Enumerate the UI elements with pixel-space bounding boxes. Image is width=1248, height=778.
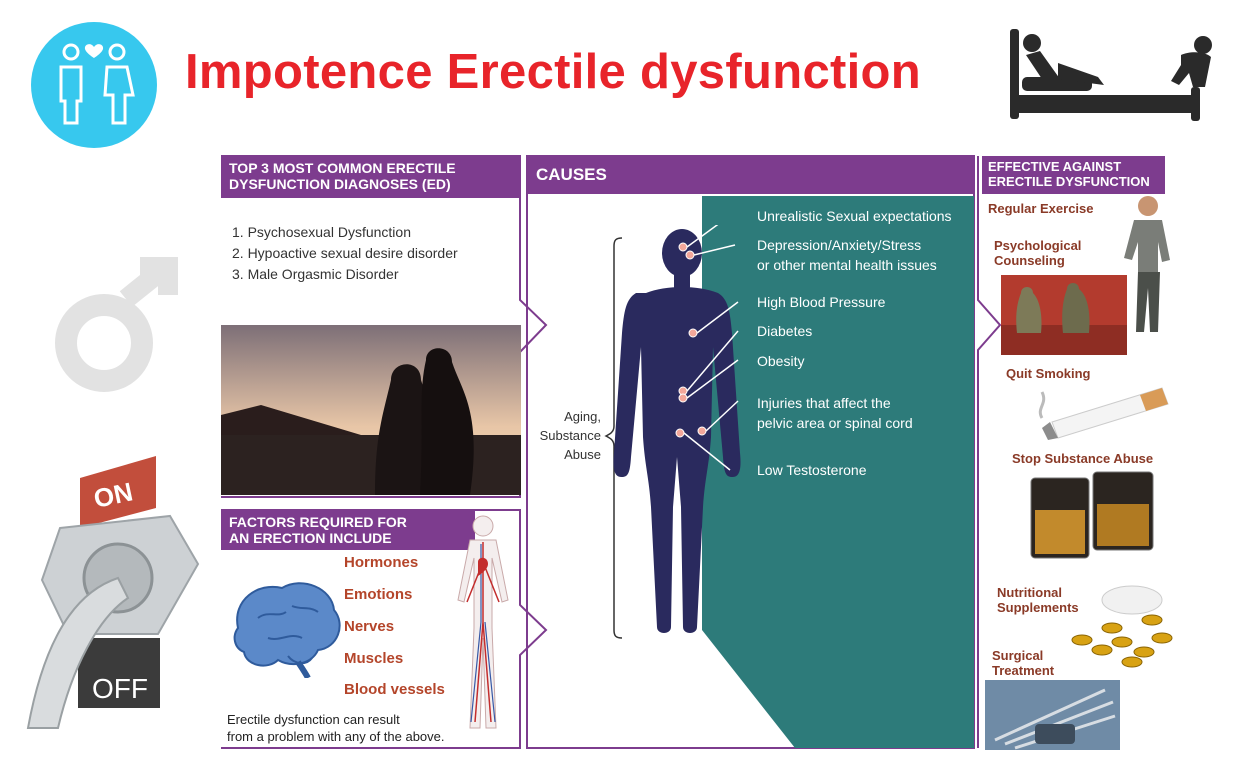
- aging-side-label: Aging, Substance Abuse: [533, 407, 601, 464]
- factors-heading: FACTORS REQUIRED FOR AN ERECTION INCLUDE: [221, 510, 475, 550]
- factor-muscles: Muscles: [344, 650, 404, 667]
- page-title: Impotence Erectile dysfunction: [185, 45, 921, 99]
- surgical-tools-photo: [985, 680, 1120, 755]
- human-figure-icon: [613, 225, 741, 633]
- remedy-psychological: Psychological: [994, 238, 1082, 253]
- causes-heading: CAUSES: [527, 156, 974, 194]
- cause-high-blood-pressure: High Blood Pressure: [757, 294, 886, 310]
- bed-rest-icon: [1006, 25, 1221, 130]
- cause-low-testosterone: Low Testosterone: [757, 462, 867, 478]
- side-label-line: Abuse: [564, 447, 601, 462]
- remedy-supplements: Supplements: [997, 600, 1079, 615]
- factors-note: Erectile dysfunction can result from a p…: [227, 711, 445, 745]
- couple-icon: [31, 22, 157, 148]
- list-item: 2. Hypoactive sexual desire disorder: [232, 245, 458, 261]
- cause-depression-anxiety: Depression/Anxiety/Stress: [757, 237, 922, 253]
- on-off-switch-icon[interactable]: ON OFF: [0, 448, 200, 753]
- factors-note-line2: from a problem with any of the above.: [227, 729, 445, 744]
- side-label-line: Substance: [539, 428, 601, 443]
- diagnoses-heading: TOP 3 MOST COMMON ERECTILE DYSFUNCTION D…: [221, 156, 521, 198]
- remedy-treatment: Treatment: [992, 663, 1055, 678]
- diagnoses-heading-line2: DYSFUNCTION DIAGNOSES (ED): [229, 176, 451, 192]
- diagnoses-list: 1. Psychosexual Dysfunction 2. Hypoactiv…: [232, 222, 458, 285]
- factors-note-line1: Erectile dysfunction can result: [227, 712, 400, 727]
- list-item: 1. Psychosexual Dysfunction: [232, 224, 411, 240]
- counseling-photo: [1001, 275, 1127, 360]
- cause-obesity: Obesity: [757, 353, 805, 369]
- remedy-counseling: Counseling: [994, 253, 1065, 268]
- cause-injuries: Injuries that affect the: [757, 395, 891, 411]
- factor-hormones: Hormones: [344, 554, 419, 571]
- factors-heading-line2: AN ERECTION INCLUDE: [229, 530, 392, 546]
- remedy-regular-exercise: Regular Exercise: [988, 201, 1094, 216]
- cigarette-icon: [1030, 382, 1170, 447]
- cause-unrealistic-expectations: Unrealistic Sexual expectations: [757, 208, 952, 224]
- cause-mental-health: or other mental health issues: [757, 257, 937, 273]
- whiskey-glasses-photo: [1029, 470, 1155, 565]
- cause-diabetes: Diabetes: [757, 323, 813, 339]
- supplements-photo: [1062, 580, 1182, 675]
- effective-heading-line1: EFFECTIVE AGAINST: [988, 159, 1122, 174]
- effective-heading: EFFECTIVE AGAINST ERECTILE DYSFUNCTION: [982, 156, 1165, 194]
- diagnoses-heading-line1: TOP 3 MOST COMMON ERECTILE: [229, 160, 456, 176]
- circulatory-body-icon: [452, 512, 514, 743]
- remedy-surgical: Surgical: [992, 648, 1044, 663]
- factor-emotions: Emotions: [344, 586, 413, 603]
- factor-blood-vessels: Blood vessels: [344, 681, 445, 698]
- factor-nerves: Nerves: [344, 618, 395, 635]
- effective-heading-line2: ERECTILE DYSFUNCTION: [988, 174, 1150, 189]
- brain-icon: [228, 578, 343, 683]
- remedy-nutritional: Nutritional: [997, 585, 1062, 600]
- male-symbol-icon: [48, 255, 188, 410]
- list-item: 3. Male Orgasmic Disorder: [232, 266, 399, 282]
- side-label-line: Aging,: [564, 409, 601, 424]
- couple-photo: [221, 325, 521, 495]
- factors-heading-line1: FACTORS REQUIRED FOR: [229, 514, 407, 530]
- remedy-stop-substance-abuse: Stop Substance Abuse: [1012, 451, 1154, 466]
- switch-off-label: OFF: [92, 673, 148, 704]
- remedy-quit-smoking: Quit Smoking: [1006, 366, 1091, 381]
- cause-pelvic-spinal: pelvic area or spinal cord: [757, 415, 913, 431]
- runner-photo: [1118, 192, 1180, 339]
